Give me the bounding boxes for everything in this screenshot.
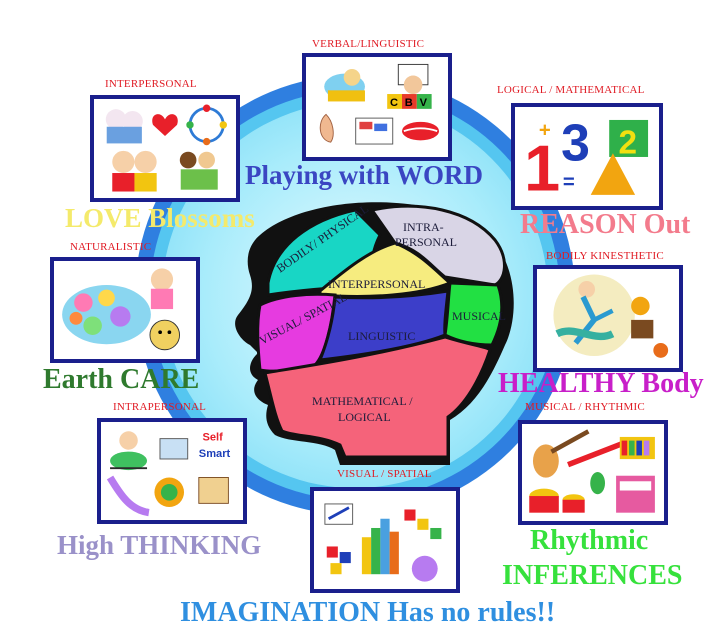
slogan-intrapersonal: High THINKING: [57, 530, 262, 560]
slogan-naturalistic: Earth CARE: [43, 364, 200, 395]
label-math: MATHEMATICAL / LOGICAL: [312, 394, 416, 424]
block-c: C: [390, 97, 398, 109]
panel-naturalistic: [50, 257, 200, 363]
note-self: Self: [203, 431, 224, 443]
slogan-logical: REASON Out: [520, 209, 691, 240]
interpersonal-illustration: [105, 104, 227, 192]
panel-verbal: C B V: [302, 53, 452, 161]
panel-visual: [310, 487, 460, 593]
block-v: V: [420, 97, 428, 109]
slogan-musical-1: Rhythmic: [530, 525, 649, 556]
slogan-verbal: Playing with WORD: [245, 160, 484, 190]
panel-intrapersonal: Self Smart: [97, 418, 247, 524]
math-plus: +: [539, 120, 551, 142]
intrapersonal-illustration: Self Smart: [106, 431, 231, 517]
panel-logical: 1 3 2 + =: [511, 103, 663, 210]
verbal-illustration: C B V: [319, 63, 440, 145]
panel-interpersonal: [90, 95, 240, 202]
label-intra: INTRA- PERSONAL: [395, 220, 457, 249]
slogan-visual: IMAGINATION Has no rules!!: [180, 597, 556, 628]
label-intra-2: PERSONAL: [395, 235, 457, 249]
caption-musical: MUSICAL / RHYTHMIC: [525, 401, 645, 413]
panel-musical: [518, 420, 668, 525]
math-digit-2: 2: [618, 124, 637, 161]
caption-verbal: VERBAL/LINGUISTIC: [312, 38, 425, 50]
slogan-musical-2: INFERENCES: [502, 560, 683, 591]
brain-head-diagram: BODILY/ PHYSICAL INTRA- PERSONAL INTERPE…: [235, 201, 514, 466]
naturalistic-illustration: [62, 268, 181, 351]
caption-visual: VISUAL / SPATIAL: [337, 468, 432, 480]
caption-logical: LOGICAL / MATHEMATICAL: [497, 84, 645, 96]
caption-naturalistic: NATURALISTIC: [70, 241, 152, 253]
label-inter: INTERPERSONAL: [328, 277, 425, 291]
label-intra-1: INTRA-: [403, 220, 444, 234]
caption-interpersonal: INTERPERSONAL: [105, 78, 197, 90]
musical-illustration: [529, 429, 655, 513]
region-inter: [318, 241, 453, 298]
note-smart: Smart: [199, 448, 231, 460]
math-digit-3: 3: [561, 114, 590, 172]
visual-illustration: [324, 503, 442, 582]
block-b: B: [405, 97, 413, 109]
label-linguistic: LINGUISTIC: [348, 329, 415, 343]
label-math-2: LOGICAL: [338, 410, 391, 424]
slogan-bodily: HEALTHY Body: [498, 368, 704, 399]
caption-bodily: BODILY KINESTHETIC: [546, 250, 664, 262]
slogan-interpersonal: LOVE Blossoms: [65, 203, 255, 233]
label-musical: MUSICAL: [452, 309, 506, 323]
label-math-1: MATHEMATICAL /: [312, 394, 413, 408]
panel-bodily: [533, 265, 683, 372]
bodily-illustration: [553, 274, 669, 358]
math-equals: =: [563, 171, 575, 193]
logical-illustration: 1 3 2 + =: [524, 114, 649, 204]
caption-intrapersonal: INTRAPERSONAL: [113, 401, 207, 413]
region-math: [263, 335, 492, 459]
math-digit-1: 1: [524, 131, 560, 204]
